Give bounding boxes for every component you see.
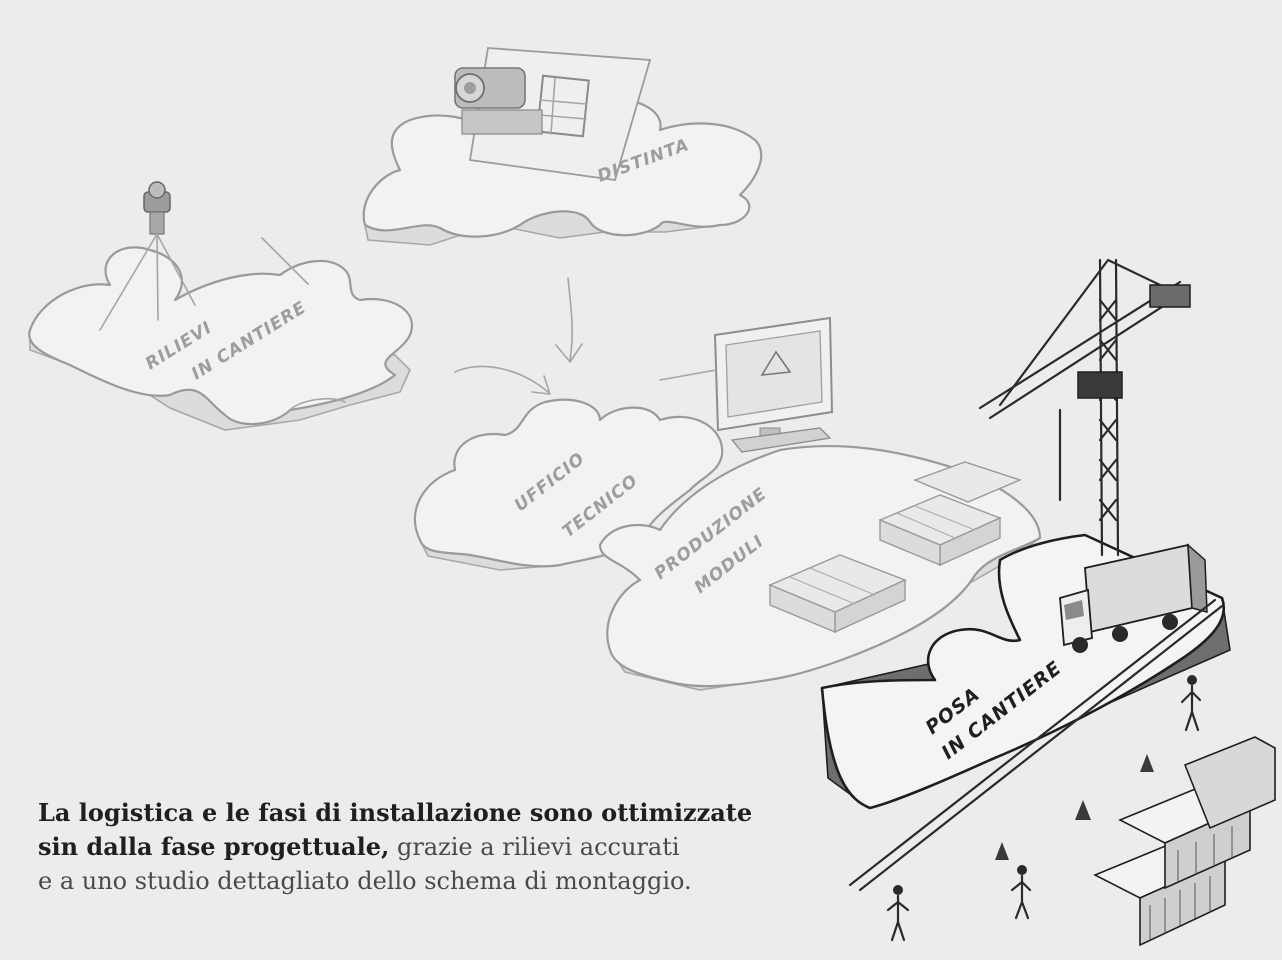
worker-icon	[886, 675, 1202, 942]
construction-site-icon	[848, 598, 1224, 892]
caption: La logistica e le fasi di installazione …	[38, 796, 798, 898]
tower-crane-icon	[978, 258, 1191, 557]
caption-regular-line3: e a uno studio dettagliato dello schema …	[38, 867, 692, 895]
puzzle-piece-rilievi	[28, 246, 413, 431]
computer-monitor-icon	[713, 316, 834, 453]
caption-bold-line2: sin dalla fase progettuale,	[38, 832, 390, 861]
truck-icon	[1059, 543, 1208, 653]
camera-icon	[454, 67, 543, 135]
production-modules-icon	[768, 461, 1022, 634]
tripod-icon	[99, 181, 196, 331]
stacked-modules-icon	[1093, 736, 1276, 947]
flow-arrows	[454, 277, 583, 395]
caption-bold-line1: La logistica e le fasi di installazione …	[38, 798, 753, 827]
caption-regular-line2: grazie a rilievi accurati	[389, 833, 680, 861]
